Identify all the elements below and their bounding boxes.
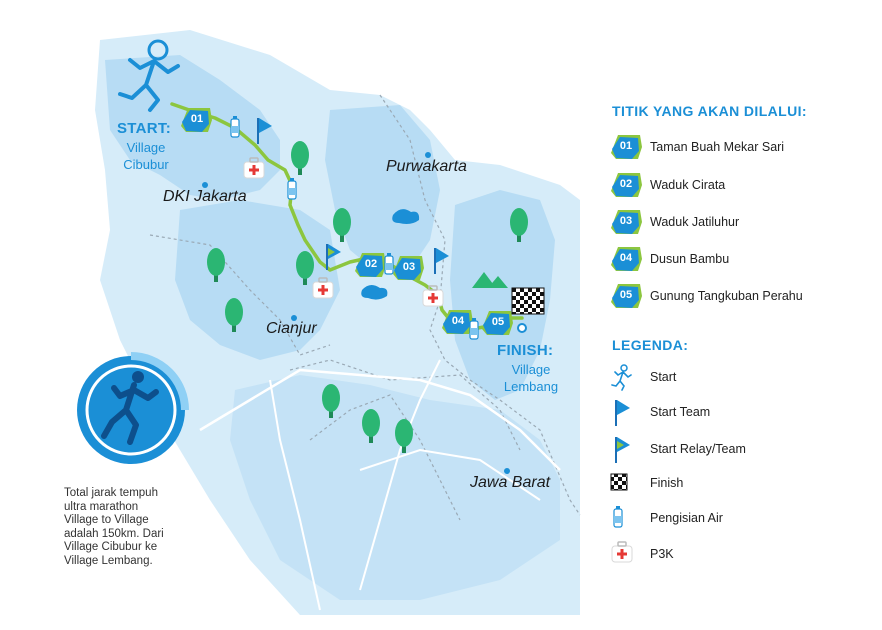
description-line: Village Cibubur ke [64, 541, 158, 553]
legend-item: P3K [610, 540, 674, 568]
route-item: 03 Waduk Jatiluhur [610, 208, 739, 236]
route-item-num: 04 [619, 252, 633, 264]
start-title: START: [117, 120, 172, 137]
finish-flag-icon [610, 473, 628, 491]
water-bottle-icon [384, 252, 394, 275]
route-item-label: Dusun Bambu [650, 252, 730, 266]
road-line [359, 448, 541, 501]
legend-item-label: Start [650, 370, 677, 384]
legend-item-label: P3K [650, 547, 674, 561]
legend-item-label: Pengisian Air [650, 511, 723, 525]
regency-purwakarta-area [325, 105, 440, 275]
legend-item: Start Relay/Team [610, 435, 746, 463]
route-item-label: Gunung Tangkuban Perahu [650, 289, 803, 303]
start-runner-icon [118, 39, 180, 112]
legend-item-label: Finish [650, 476, 684, 490]
description-line: ultra marathon [64, 500, 139, 513]
legend-title: LEGENDA: [612, 337, 689, 353]
mountain-icon [472, 272, 508, 288]
route-item-num: 01 [619, 140, 633, 152]
route-item-label: Waduk Cirata [650, 178, 726, 192]
road-line [199, 368, 561, 471]
legend-item: Finish [610, 469, 683, 497]
lake-jatiluhur [361, 284, 388, 300]
start-place: Village Cibubur [116, 139, 176, 173]
route-panel-title: TITIK YANG AKAN DILALUI: [612, 103, 807, 119]
first-aid-icon [611, 541, 633, 563]
legend-item-label: Start Relay/Team [650, 442, 746, 456]
start-place-line: Village [126, 140, 166, 155]
regency-south-area [230, 375, 560, 600]
finish-place: Village Lembang [495, 361, 567, 395]
city-dot-jawa-barat [504, 468, 510, 474]
route-item: 04 Dusun Bambu [610, 245, 729, 273]
water-bottle-icon [469, 317, 479, 340]
city-dot-purwakarta [425, 152, 431, 158]
description-line: adalah 150km. Dari [64, 527, 164, 540]
runner-circle-logo [77, 352, 189, 464]
route-item-num: 03 [619, 215, 633, 227]
checkpoint-number: 04 [451, 315, 465, 327]
boundary-line [149, 234, 331, 356]
start-team-flag-icon [615, 400, 630, 426]
route-item: 01 Taman Buah Mekar Sari [610, 133, 784, 161]
route-item-label: Taman Buah Mekar Sari [650, 140, 785, 154]
route-item-label: Waduk Jatiluhur [650, 215, 740, 229]
road-line [269, 379, 321, 611]
city-label-jawa-barat: Jawa Barat [470, 474, 551, 491]
city-dot-jakarta [202, 182, 208, 188]
route-item: 02 Waduk Cirata [610, 171, 725, 199]
route-item-num: 02 [619, 178, 633, 190]
route-item: 05 Gunung Tangkuban Perahu [610, 282, 803, 310]
description-line: Total jarak tempuh [64, 487, 158, 499]
city-dot-cianjur [291, 315, 297, 321]
route-item-num: 05 [619, 289, 633, 301]
boundary-line [309, 394, 461, 521]
road-line [359, 359, 441, 591]
city-label-jakarta: DKI Jakarta [163, 188, 247, 205]
relay-flag-icon [615, 437, 630, 463]
water-bottle-icon [287, 177, 297, 200]
checkpoint-number: 05 [491, 316, 505, 328]
description-line: Village to Village [64, 514, 149, 526]
legend-item: Start [610, 363, 676, 391]
distance-description: Total jarak tempuh ultra marathon Villag… [64, 487, 194, 568]
legend-item-label: Start Team [650, 405, 711, 419]
legend-item: Pengisian Air [610, 504, 723, 532]
water-bottle-icon [230, 115, 240, 138]
regency-lembang-area [450, 190, 555, 400]
finish-place-line: Village [511, 362, 551, 377]
lake-cirata [392, 209, 420, 224]
water-bottle-icon [613, 505, 623, 528]
finish-title: FINISH: [497, 342, 554, 359]
boundary-line [379, 94, 581, 516]
checkpoint-number: 02 [364, 258, 378, 270]
city-label-cianjur: Cianjur [266, 320, 317, 337]
checkpoint-number: 01 [190, 113, 204, 125]
description-line: Village Lembang. [64, 554, 153, 567]
runner-icon [611, 364, 632, 391]
finish-place-line: Lembang [503, 379, 559, 394]
regency-cianjur-area [175, 200, 340, 360]
boundary-line [289, 359, 521, 451]
start-place-line: Cibubur [123, 157, 169, 172]
checkpoint-number: 03 [402, 261, 416, 273]
legend-item: Start Team [610, 398, 710, 426]
city-label-purwakarta: Purwakarta [386, 158, 467, 175]
finish-flag-icon [511, 287, 545, 333]
